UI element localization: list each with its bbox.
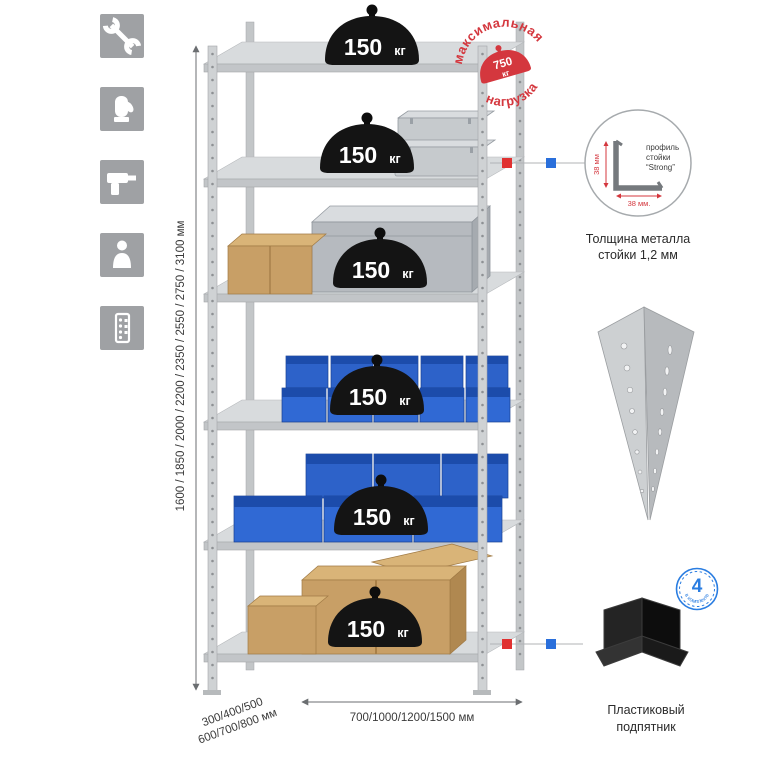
kit-count-badge: 4 в комплекте — [675, 567, 719, 611]
person-icon — [100, 233, 144, 277]
callout-top — [490, 158, 585, 168]
rack-back-left-post — [245, 21, 255, 671]
drill-icon — [100, 160, 144, 204]
plastic-foot-image — [595, 597, 689, 667]
rack-back-right-post — [515, 21, 525, 671]
svg-text:нагрузка: нагрузка — [481, 77, 544, 116]
profile-label-line1: профиль — [646, 143, 679, 152]
rack-front-left-post — [207, 45, 218, 693]
stamp-weight-icon — [480, 45, 531, 84]
load-weight-shelf-1 — [325, 4, 419, 65]
profile-dim-horizontal: 38 мм. — [628, 199, 651, 208]
blue-marker-top — [546, 158, 556, 168]
stamp-load-unit: кг — [501, 68, 511, 79]
corner-post-image — [597, 306, 695, 521]
profile-label-line3: “Strong” — [646, 163, 675, 172]
width-dimension-label: 700/1000/1200/1500 мм — [350, 712, 475, 724]
stamp-load-value: 750 — [492, 56, 514, 73]
width-dimension: 700/1000/1200/1500 мм — [301, 698, 523, 724]
foot-caption-line1: Пластиковый — [607, 703, 684, 717]
foot-plate-left — [203, 690, 221, 695]
red-marker-top — [502, 158, 512, 168]
foot-caption-line2: подпятник — [616, 720, 676, 734]
post-profile-detail: 38 мм 38 мм. профиль стойки “Strong” Тол… — [584, 109, 692, 262]
profile-caption-line2: стойки 1,2 мм — [598, 248, 678, 262]
height-dimension: 1600 / 1850 / 2000 / 2200 / 2350 / 2550 … — [175, 45, 200, 691]
profile-caption-line1: Толщина металла — [586, 232, 690, 246]
angle-profile-drawing — [613, 141, 662, 191]
depth-dimension: 300/400/500 600/700/800 мм — [197, 696, 279, 746]
plastic-foot-detail: 4 в комплекте Пластиковый подпятник — [595, 567, 719, 734]
red-marker-bottom — [502, 639, 512, 649]
cardboard-box-small-image — [227, 233, 327, 295]
shelving-rack — [202, 4, 526, 695]
profile-dim-vertical: 38 мм — [592, 154, 601, 175]
callout-bottom — [490, 639, 583, 649]
gloves-icon — [100, 87, 144, 131]
height-dimension-label: 1600 / 1850 / 2000 / 2200 / 2350 / 2550 … — [175, 221, 187, 512]
max-load-stamp: максимальная нагрузка 750 кг — [441, 3, 549, 116]
stamp-arc-bottom-text: нагрузка — [481, 77, 544, 116]
profile-label-line2: стойки — [646, 153, 670, 162]
blue-marker-bottom — [546, 639, 556, 649]
aluminium-cases-image — [393, 110, 497, 177]
rack-front-right-post — [477, 45, 488, 693]
wrench-icon — [100, 14, 144, 58]
rack-post-icon — [100, 306, 144, 350]
foot-plate-right — [473, 690, 491, 695]
detail-circle — [584, 109, 692, 217]
left-icon-column — [100, 14, 144, 350]
kit-count-value: 4 — [692, 576, 703, 597]
